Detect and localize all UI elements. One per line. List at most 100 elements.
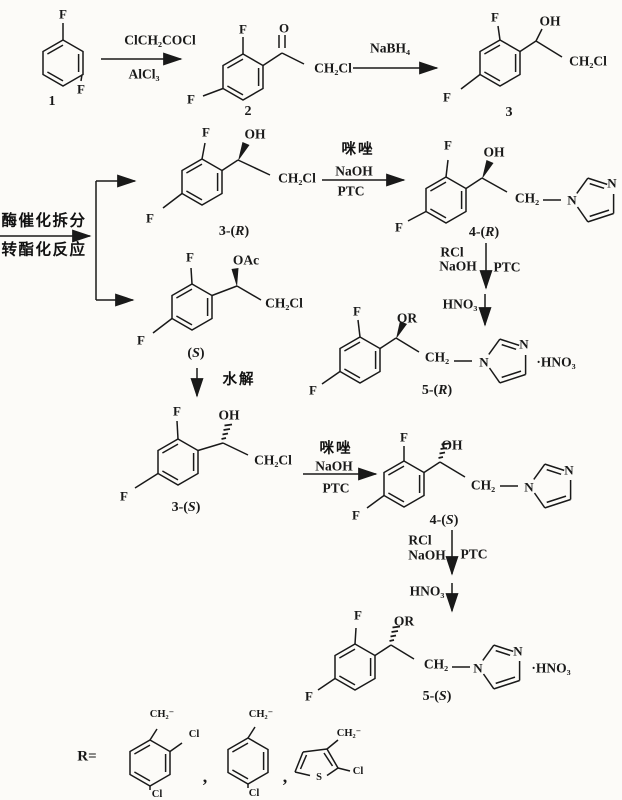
r-groups-separator-2: , [282, 766, 288, 786]
c1-number: 1 [48, 94, 56, 109]
c4s-f-top-label: F [400, 429, 408, 445]
compound-4s-label: 4-(S) [429, 513, 459, 528]
c5s-n3-label: N [513, 643, 523, 659]
compound-5s-label: 5-(S) [422, 689, 452, 704]
to4s-reagent1: 咪唑 [319, 440, 353, 457]
rg3-ch2-label: CH₂⁻ [336, 727, 362, 739]
c4r-ch2-label: CH₂ [514, 190, 540, 206]
to5r-reagent3: PTC [493, 259, 521, 275]
compound-5r-label: 5-(R) [421, 383, 453, 398]
c5s-f-top-label: F [354, 607, 362, 623]
rg3-cl-label: Cl [352, 765, 364, 777]
c4r-n3-label: N [607, 175, 617, 191]
c4r-f-bottom-label: F [395, 219, 403, 235]
c5s-f-bottom-label: F [305, 688, 313, 704]
c5r-salt-label: ·HNO₃ [536, 354, 576, 370]
r-groups-label: R= [77, 748, 97, 765]
compound-5r-structure [321, 319, 527, 385]
compound-5s-structure [317, 625, 521, 691]
c5s-n1-label: N [473, 660, 483, 676]
compound-3s-label: 3-(S) [171, 500, 201, 515]
c3r-f-bottom-label: F [146, 210, 154, 226]
c4r-hydroxyl-label: OH [483, 144, 505, 160]
to4s-reagent3: PTC [322, 480, 350, 496]
c4r-n1-label: N [567, 192, 577, 208]
c4s-f-bottom-label: F [352, 507, 360, 523]
c4s-n3-label: N [564, 462, 574, 478]
c3s-f-top-label: F [173, 403, 181, 419]
c5r-f-top-label: F [353, 303, 361, 319]
c4s-n1-label: N [524, 479, 534, 495]
c3-f-top-label: F [491, 9, 499, 25]
to5r-reagent2: NaOH [439, 258, 477, 274]
cs-ester-label: OAc [232, 252, 260, 268]
c3r-chain-label: CH₂Cl [278, 170, 316, 186]
arrow-4r-5r [478, 243, 493, 327]
compound-s-label: (S) [187, 346, 205, 361]
to4r-reagent2: NaOH [335, 163, 373, 179]
c5s-ch2-label: CH₂ [423, 656, 449, 672]
c5r-n3-label: N [519, 336, 529, 352]
c3-number: 3 [505, 105, 513, 120]
c3s-hydroxyl-label: OH [218, 407, 240, 423]
c5s-ether-label: OR [393, 613, 415, 629]
to5s-reagent3: PTC [460, 546, 488, 562]
compound-2-structure [202, 35, 305, 101]
c3r-hydroxyl-label: OH [244, 126, 266, 142]
c5r-ch2-label: CH₂ [424, 349, 450, 365]
c3s-f-bottom-label: F [120, 488, 128, 504]
to5r-reagent4: HNO₃ [442, 296, 478, 312]
to5s-reagent4: HNO₃ [409, 583, 445, 599]
c5r-n1-label: N [479, 354, 489, 370]
c2-chain-label: CH₂Cl [314, 60, 352, 76]
r-group-1-structure [129, 728, 183, 790]
cs-chain-label: CH₂Cl [265, 295, 303, 311]
rg2-ch2-label: CH₂⁻ [248, 708, 274, 720]
step1-reagent-above: ClCH₂COCl [124, 32, 196, 48]
c2-f-top-label: F [239, 21, 247, 37]
resolution-line2: 转酯化反应 [1, 240, 87, 259]
to4r-reagent3: PTC [337, 183, 365, 199]
c5r-f-bottom-label: F [309, 382, 317, 398]
c5r-ether-label: OR [396, 310, 418, 326]
compound-3-structure [460, 25, 563, 90]
cs-f-top-label: F [186, 249, 194, 265]
c4r-f-top-label: F [444, 137, 452, 153]
c3-hydroxyl-label: OH [539, 13, 561, 29]
step2-reagent-above: NaBH₄ [369, 40, 411, 56]
c1-f-top-label: F [59, 6, 67, 22]
rg2-cl-para-label: Cl [248, 787, 260, 799]
r-group-2-structure [227, 726, 269, 788]
c1-f-bottom-label: F [77, 81, 85, 97]
to5s-reagent2: NaOH [408, 547, 446, 563]
c5s-salt-label: ·HNO₃ [531, 660, 571, 676]
r-groups-separator-1: , [202, 766, 208, 786]
to5r-reagent1: RCl [440, 244, 464, 260]
resolution-branch-arrows [0, 174, 137, 307]
resolution-line1: 酶催化拆分 [1, 211, 87, 230]
to4s-reagent2: NaOH [315, 458, 353, 474]
hydrolysis-label: 水解 [222, 371, 256, 388]
compound-1-structure [42, 23, 84, 87]
c4s-hydroxyl-label: OH [441, 437, 463, 453]
c3-f-bottom-label: F [443, 89, 451, 105]
compound-4r-label: 4-(R) [468, 225, 500, 240]
compound-4r-structure [407, 159, 615, 224]
rg1-cl-para-label: Cl [151, 788, 163, 800]
compound-3r-label: 3-(R) [218, 224, 250, 239]
c2-number: 2 [244, 104, 252, 119]
c3r-f-top-label: F [202, 124, 210, 140]
compound-3s-structure [134, 420, 249, 489]
to5s-reagent1: RCl [408, 532, 432, 548]
cs-f-bottom-label: F [137, 332, 145, 348]
c2-f-bottom-label: F [187, 91, 195, 107]
step1-reagent-below: AlCl₃ [128, 66, 160, 82]
rg1-cl-ortho-label: Cl [188, 728, 200, 740]
c3s-chain-label: CH₂Cl [254, 452, 292, 468]
r-group-3-structure [294, 739, 351, 777]
rg1-ch2-label: CH₂⁻ [149, 708, 175, 720]
compound-4s-structure [366, 442, 572, 509]
rg3-s-label: S [316, 771, 322, 783]
